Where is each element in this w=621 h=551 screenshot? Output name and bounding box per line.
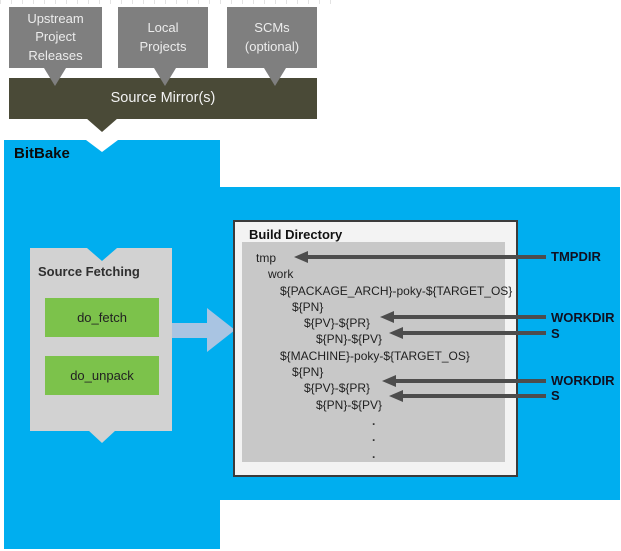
scms-label: SCMs (optional) [244, 20, 300, 54]
tmpdir-arrow-shaft [307, 255, 546, 259]
tree-row-pn-pv-2: ${PN}-${PV} [316, 397, 383, 412]
source-mirrors-label: Source Mirror(s) [110, 90, 216, 106]
s2-arrow-shaft [402, 394, 546, 398]
source-fetching-top-notch [87, 248, 117, 261]
tree-row-tmp: tmp [256, 251, 277, 265]
tree-row-package-arch: ${PACKAGE_ARCH}-poky-${TARGET_OS} [280, 283, 513, 298]
mirror-to-bitbake-tail [86, 118, 118, 132]
scms-box: SCMs (optional) [227, 7, 317, 68]
bitbake-label: BitBake [14, 145, 70, 162]
workdir1-label: WORKDIR [551, 310, 615, 325]
tree-row-pn-pv-1: ${PN}-${PV} [316, 332, 383, 347]
tree-row-machine: ${MACHINE}-poky-${TARGET_OS} [280, 348, 470, 363]
ellipsis-dot-2: . [372, 430, 376, 445]
workdir2-label: WORKDIR [551, 373, 615, 388]
s2-arrow-head [389, 390, 403, 402]
bitbake-top-notch [86, 140, 118, 152]
local-projects-label: Local Projects [139, 20, 187, 54]
ellipsis-dot-3: . [372, 446, 376, 461]
s1-arrow-shaft [402, 331, 546, 335]
workdir2-arrow-shaft [395, 379, 546, 383]
flow-arrow-shaft [172, 323, 208, 338]
source-fetching-panel [30, 248, 172, 431]
build-directory-title: Build Directory [249, 227, 343, 242]
workdir2-arrow-head [382, 375, 396, 387]
tree-row-pv-pr-2: ${PV}-${PR} [304, 381, 371, 396]
workdir1-arrow-shaft [393, 315, 546, 319]
source-fetching-title: Source Fetching [38, 264, 140, 279]
source-fetching-bottom-tail [88, 430, 116, 443]
local-projects-box: Local Projects [118, 7, 208, 68]
tmpdir-arrow-head [294, 251, 308, 263]
s1-label: S [551, 326, 560, 341]
workdir1-arrow-head [380, 311, 394, 323]
s2-label: S [551, 388, 560, 403]
upstream-project-releases-box: Upstream Project Releases [9, 7, 102, 68]
directory-tree-panel: tmp work ${PACKAGE_ARCH}-poky-${TARGET_O… [242, 242, 513, 462]
ellipsis-dot-1: . [372, 413, 376, 428]
upstream-connector-tail [44, 68, 66, 86]
tree-row-work: work [268, 267, 294, 282]
do-unpack-task-box: do_unpack [45, 356, 159, 395]
scms-connector-tail [264, 68, 286, 86]
tree-row-pv-pr-1: ${PV}-${PR} [304, 316, 371, 331]
local-connector-tail [154, 68, 176, 86]
do-fetch-task-box: do_fetch [45, 298, 159, 337]
flow-arrow-head [207, 308, 235, 352]
tmpdir-label: TMPDIR [551, 249, 601, 264]
upstream-project-releases-label: Upstream Project Releases [27, 11, 84, 63]
tree-row-pn-2: ${PN} [292, 365, 324, 380]
top-ruler-ticks [0, 0, 332, 4]
s1-arrow-head [389, 327, 403, 339]
tree-row-pn-1: ${PN} [292, 299, 324, 314]
